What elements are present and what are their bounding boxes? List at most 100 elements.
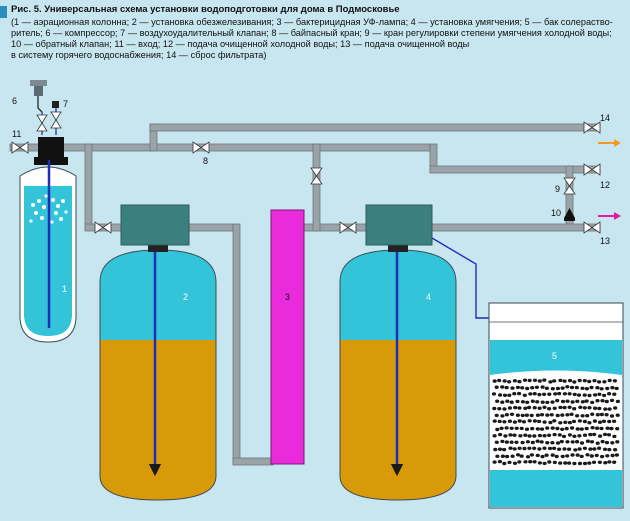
salt-pellet bbox=[549, 413, 554, 417]
salt-pellet bbox=[572, 461, 577, 466]
salt-pellet bbox=[547, 392, 552, 396]
salt-pellet bbox=[570, 426, 575, 430]
salt-pellet bbox=[495, 427, 500, 432]
salt-pellet bbox=[500, 439, 505, 444]
salt-pellet bbox=[542, 378, 547, 382]
salt-pellet bbox=[555, 426, 560, 431]
salt-pellet bbox=[602, 447, 608, 451]
salt-pellet bbox=[597, 420, 603, 424]
salt-pellet bbox=[524, 413, 530, 417]
salt-pellet bbox=[595, 426, 600, 430]
salt-pellet bbox=[589, 440, 595, 444]
salt-pellet bbox=[582, 446, 588, 450]
salt-pellet bbox=[584, 426, 589, 431]
uv-bypass-valve bbox=[310, 167, 323, 185]
salt-pellet bbox=[550, 426, 555, 430]
air-vent-valve: 7 bbox=[50, 99, 68, 129]
salt-pellet bbox=[540, 454, 545, 459]
salt-pellet bbox=[502, 393, 508, 397]
salt-pellet bbox=[589, 454, 594, 458]
salt-pellet bbox=[604, 399, 609, 404]
label-9: 9 bbox=[555, 184, 560, 194]
salt-pellet bbox=[502, 420, 507, 424]
salt-pellet bbox=[582, 433, 588, 437]
figure-title: Рис. 5. Универсальная схема установки во… bbox=[11, 4, 400, 15]
salt-pellet bbox=[532, 378, 538, 382]
salt-pellet bbox=[495, 454, 500, 458]
salt-pellet bbox=[519, 426, 524, 431]
salt-pellet bbox=[517, 379, 522, 384]
salt-pellet bbox=[577, 447, 582, 451]
salt-pellet bbox=[575, 414, 580, 418]
salt-pellet bbox=[515, 399, 520, 404]
salt-pellet bbox=[565, 385, 570, 389]
salt-pellet bbox=[588, 447, 593, 451]
salt-pellet bbox=[525, 400, 530, 404]
salt-pellet bbox=[558, 421, 563, 425]
salt-pellet bbox=[614, 453, 620, 457]
salt-pellet bbox=[537, 419, 542, 424]
salt-pellet bbox=[587, 393, 592, 398]
pipe-unit2-out bbox=[187, 223, 234, 232]
salt-pellet bbox=[552, 446, 557, 450]
salt-pellet bbox=[599, 412, 605, 417]
salt-pellet bbox=[602, 393, 607, 398]
salt-pellet bbox=[537, 392, 542, 397]
salt-pellet bbox=[522, 378, 528, 382]
salt-pellet bbox=[514, 440, 519, 444]
salt-pellet bbox=[570, 453, 575, 457]
salt-pellet bbox=[492, 460, 497, 464]
salt-pellet bbox=[542, 434, 547, 438]
salt-pellet bbox=[582, 419, 588, 424]
salt-pellet bbox=[606, 433, 612, 437]
salt-pellet bbox=[565, 454, 570, 458]
salt-pellet bbox=[552, 460, 557, 465]
salt-pellet bbox=[517, 446, 522, 450]
salt-pellet bbox=[615, 413, 620, 417]
salt-pellet bbox=[613, 448, 618, 452]
salt-pellet bbox=[572, 380, 577, 384]
salt-pellet bbox=[491, 392, 497, 396]
salt-pellet bbox=[584, 399, 589, 403]
salt-pellet bbox=[567, 420, 573, 425]
salt-pellet bbox=[603, 407, 608, 411]
salt-pellet bbox=[497, 407, 502, 411]
salt-pellet bbox=[539, 427, 545, 431]
salt-pellet bbox=[523, 433, 528, 437]
salt-pellet bbox=[552, 419, 557, 423]
label-3: 3 bbox=[285, 292, 290, 302]
salt-pellet bbox=[582, 406, 587, 410]
salt-pellet bbox=[542, 446, 547, 450]
salt-pellet bbox=[601, 419, 607, 423]
salt-pellet bbox=[609, 426, 614, 431]
salt-pellet bbox=[605, 386, 610, 391]
salt-pellet bbox=[547, 446, 553, 451]
adjust-valve-9: 9 bbox=[555, 177, 576, 195]
pipe-cold-out bbox=[429, 165, 601, 174]
legend-line-3: 10 — обратный клапан; 11 — вход; 12 — по… bbox=[11, 39, 470, 49]
salt-pellet bbox=[523, 406, 528, 410]
salt-pellet bbox=[507, 460, 512, 465]
salt-pellet bbox=[560, 399, 566, 404]
salt-pellet bbox=[585, 414, 590, 418]
salt-pellet bbox=[532, 419, 538, 423]
salt-pellet bbox=[607, 447, 612, 452]
salt-pellet bbox=[600, 454, 605, 459]
salt-pellet bbox=[539, 440, 544, 444]
salt-pellet bbox=[507, 393, 512, 397]
pipe-drain bbox=[149, 123, 601, 132]
label-13: 13 bbox=[600, 236, 610, 246]
check-valve-10: 10 bbox=[551, 208, 575, 221]
salt-pellet bbox=[544, 386, 550, 390]
salt-pellet bbox=[497, 447, 503, 451]
salt-pellet bbox=[542, 405, 547, 409]
salt-pellet bbox=[597, 392, 602, 396]
salt-pellet bbox=[552, 379, 557, 383]
salt-pellet bbox=[510, 386, 515, 390]
salt-pellet bbox=[607, 460, 612, 464]
salt-pellet bbox=[503, 434, 508, 438]
salt-pellet bbox=[523, 460, 528, 464]
feed-valve bbox=[94, 221, 112, 234]
salt-pellet bbox=[502, 461, 507, 466]
salt-pellet bbox=[610, 453, 615, 458]
